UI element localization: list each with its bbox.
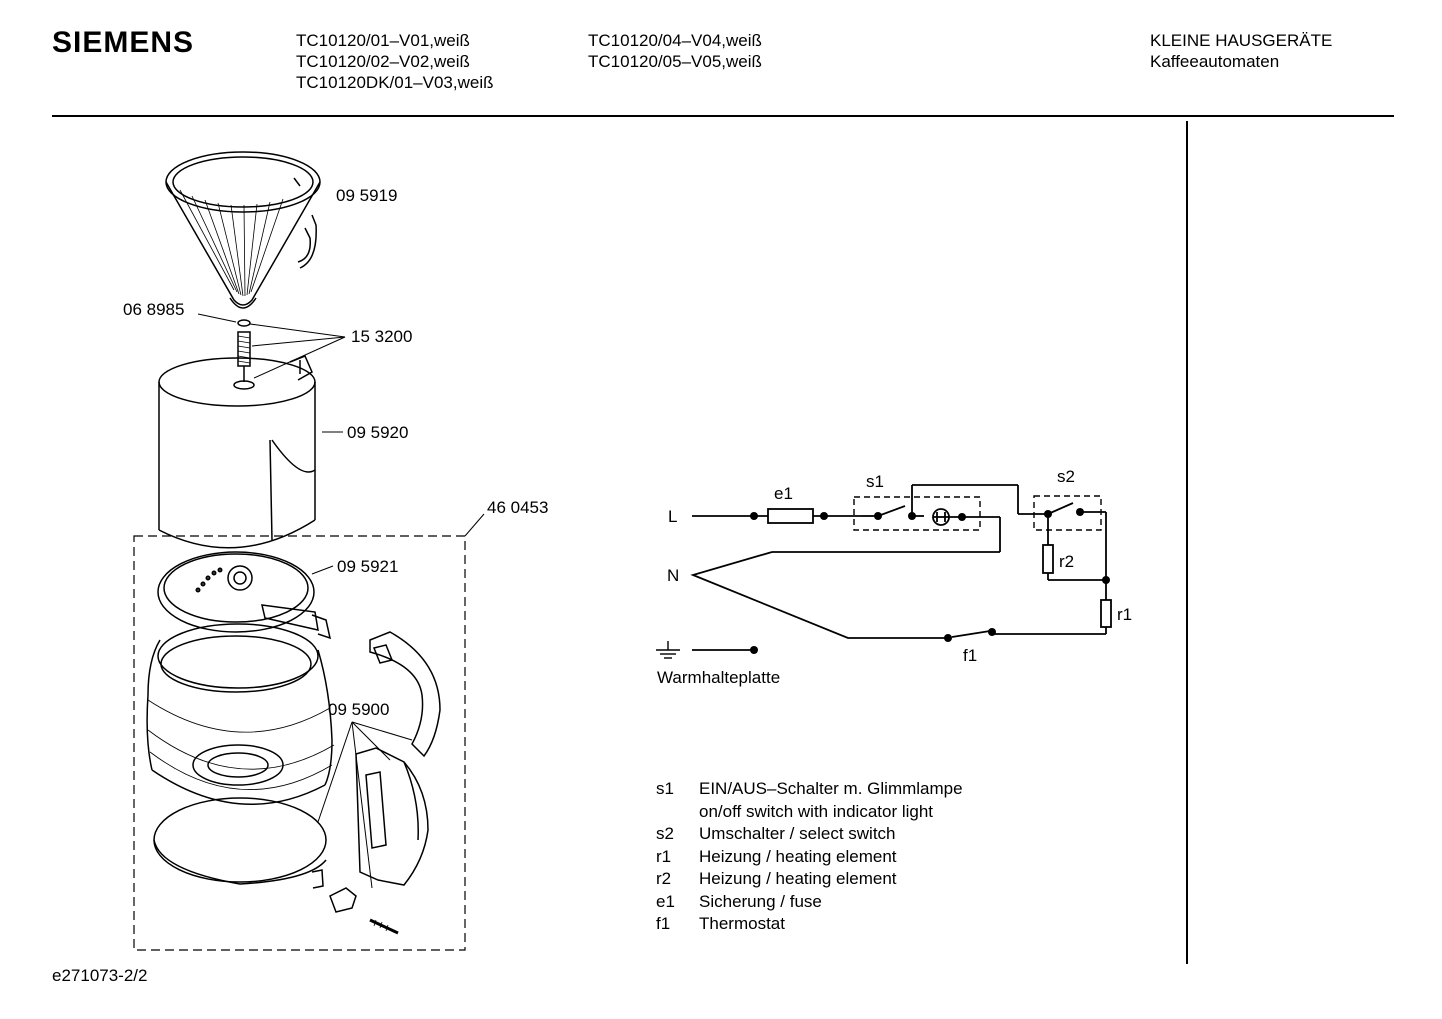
carafe-lid-drawing [157, 551, 332, 640]
drawing-reference: e271073-2/2 [52, 966, 148, 985]
heater-r2-symbol [1042, 544, 1054, 574]
model-number: TC10120/02–V02,weiß [296, 52, 470, 71]
legend-row: f1 Thermostat [656, 913, 963, 936]
model-number: TC10120/05–V05,weiß [588, 52, 762, 71]
part-number-carafe-set: 46 0453 [487, 498, 548, 517]
category-title: KLEINE HAUSGERÄTE [1150, 31, 1333, 50]
legend-text: Heizung / heating element [699, 846, 897, 866]
legend-code: s1 [656, 779, 674, 798]
legend-row: s2 Umschalter / select switch [656, 823, 963, 846]
carafe-set-bracket [133, 535, 466, 951]
brand-logo: SIEMENS [52, 26, 195, 59]
legend-text: on/off switch with indicator light [699, 801, 934, 821]
legend-row: r1 Heizung / heating element [656, 846, 963, 869]
legend-row: r2 Heizung / heating element [656, 868, 963, 891]
legend-row: e1 Sicherung / fuse [656, 891, 963, 914]
label-neutral: N [667, 566, 679, 585]
legend-text: Thermostat [699, 914, 785, 933]
valve-assembly-drawing [233, 319, 255, 390]
filter-basket-drawing [165, 151, 321, 309]
switch-s2-box [1033, 495, 1102, 531]
label-line: L [668, 507, 677, 526]
glass-carafe-drawing [146, 623, 335, 806]
model-number: TC10120DK/01–V03,weiß [296, 73, 494, 92]
legend-text: EIN/AUS–Schalter m. Glimmlampe [699, 779, 963, 798]
legend-code: f1 [656, 914, 671, 933]
part-number-seal: 06 8985 [123, 300, 184, 319]
model-number: TC10120/01–V01,weiß [296, 31, 470, 50]
switch-s1-box [853, 496, 981, 531]
model-list-primary: TC10120/01–V01,weiß TC10120/02–V02,weiß … [296, 30, 494, 93]
legend-code: r2 [656, 869, 672, 888]
fuse-e1-symbol [767, 508, 814, 524]
legend-row: s1 EIN/AUS–Schalter m. Glimmlampe [656, 778, 963, 801]
leader-lines [197, 313, 485, 889]
label-s2: s2 [1057, 467, 1075, 486]
label-f1: f1 [963, 646, 977, 665]
component-legend: s1 EIN/AUS–Schalter m. Glimmlampe on/off… [656, 778, 963, 936]
part-number-spring-valve: 15 3200 [351, 327, 412, 346]
label-s1: s1 [866, 472, 884, 491]
category-subtitle: Kaffeeautomaten [1150, 52, 1280, 71]
circuit-junction-dots [750, 508, 1110, 654]
heater-r1-symbol [1100, 599, 1112, 628]
legend-row: on/off switch with indicator light [656, 801, 963, 824]
legend-text: Heizung / heating element [699, 869, 897, 888]
label-r2: r2 [1059, 552, 1074, 571]
legend-text: Sicherung / fuse [699, 891, 822, 911]
label-e1: e1 [774, 484, 793, 503]
part-number-lid: 09 5921 [337, 557, 398, 576]
carafe-handle-drawing [329, 631, 441, 935]
legend-code [656, 801, 699, 824]
right-margin-divider [1186, 121, 1188, 964]
carafe-base-ring-drawing [153, 797, 327, 889]
product-category: KLEINE HAUSGERÄTE Kaffeeautomaten [1150, 30, 1332, 72]
thermostat-f1-symbol [951, 630, 991, 638]
circuit-schematic [656, 484, 1112, 659]
part-number-handle: 09 5900 [328, 700, 389, 719]
header-divider [52, 115, 1394, 117]
legend-code: r1 [656, 846, 672, 866]
model-list-secondary: TC10120/04–V04,weiß TC10120/05–V05,weiß [588, 30, 762, 72]
part-number-tank: 09 5920 [347, 423, 408, 442]
model-number: TC10120/04–V04,weiß [588, 31, 762, 50]
label-r1: r1 [1117, 605, 1132, 624]
water-tank-drawing [158, 355, 316, 549]
legend-text: Umschalter / select switch [699, 824, 896, 843]
label-warming-plate: Warmhalteplatte [657, 668, 780, 687]
legend-code: e1 [656, 891, 675, 911]
legend-code: s2 [656, 824, 674, 843]
part-number-filter: 09 5919 [336, 186, 397, 205]
